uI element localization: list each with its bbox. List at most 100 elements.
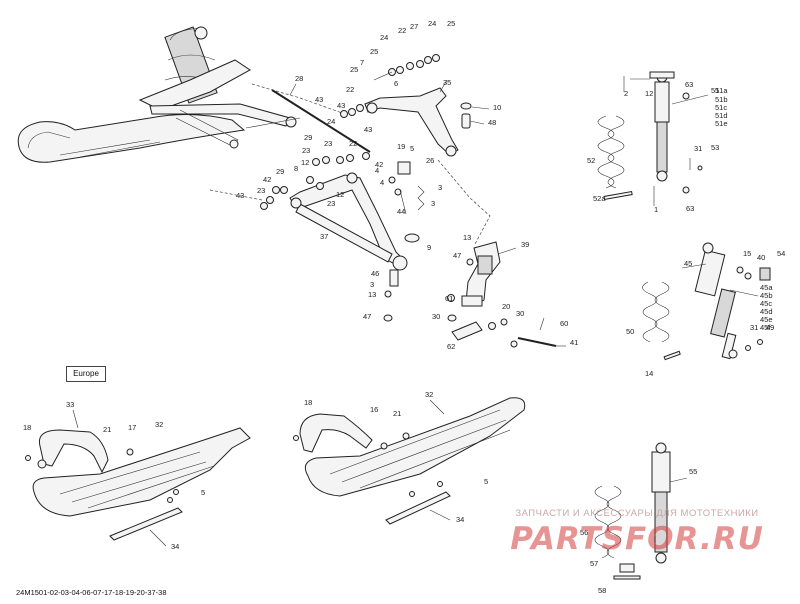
callout-50: 50: [626, 327, 634, 336]
callout-51b: 51b: [715, 95, 728, 104]
callout-33: 33: [66, 400, 74, 409]
callout-21: 21: [103, 425, 111, 434]
ski-suspension-assembly: [17, 26, 301, 163]
callout-43: 43: [364, 125, 372, 134]
callout-41: 41: [570, 338, 578, 347]
callout-42: 42: [375, 160, 383, 169]
shock-absorber-45: [642, 242, 771, 361]
callout-32: 32: [155, 420, 163, 429]
callout-29: 29: [304, 133, 312, 142]
hardware-top-cluster: [340, 54, 472, 129]
callout-6: 6: [394, 79, 398, 88]
callout-45b: 45b: [760, 291, 773, 300]
callout-63: 63: [685, 80, 693, 89]
callout-37: 37: [320, 232, 328, 241]
callout-45d: 45d: [760, 307, 773, 316]
lower-a-arm: [289, 172, 408, 322]
callout-43: 43: [315, 95, 323, 104]
callout-34: 34: [171, 542, 179, 551]
callout-23: 23: [302, 146, 310, 155]
callout-22: 22: [398, 26, 406, 35]
callout-24: 24: [327, 117, 335, 126]
shock-absorber-51: [597, 71, 703, 206]
callout-3: 3: [431, 199, 435, 208]
callout-1: 1: [654, 205, 658, 214]
callout-46: 46: [371, 269, 379, 278]
callout-32: 32: [425, 390, 433, 399]
callout-62: 62: [447, 342, 455, 351]
callout-39: 39: [521, 240, 529, 249]
callout-20: 20: [502, 302, 510, 311]
callout-22: 22: [346, 85, 354, 94]
callout-5: 5: [201, 488, 205, 497]
callout-58: 58: [598, 586, 606, 595]
callout-12: 12: [645, 89, 653, 98]
callout-43: 43: [337, 101, 345, 110]
callout-45a: 45a: [760, 283, 773, 292]
callout-24: 24: [428, 19, 436, 28]
callout-8: 8: [294, 164, 298, 173]
callout-4: 4: [380, 178, 384, 187]
hardware-mid-cluster: [260, 152, 425, 243]
callout-9: 9: [427, 243, 431, 252]
callout-17: 17: [128, 423, 136, 432]
callout-47: 47: [453, 251, 461, 260]
callout-18: 18: [304, 398, 312, 407]
callout-52a: 52a: [593, 194, 606, 203]
callout-40: 40: [757, 253, 765, 262]
callout-leader-lines: [72, 79, 759, 547]
ski-center: [293, 397, 526, 525]
callout-57: 57: [590, 559, 598, 568]
callout-5: 5: [410, 144, 414, 153]
callout-51e: 51e: [715, 119, 728, 128]
callout-31: 31: [694, 144, 702, 153]
callout-3: 3: [438, 183, 442, 192]
upper-a-arm: [364, 87, 459, 157]
callout-2: 2: [624, 89, 628, 98]
callout-18: 18: [23, 423, 31, 432]
callout-15: 15: [743, 249, 751, 258]
callout-16: 16: [370, 405, 378, 414]
callout-25: 25: [447, 19, 455, 28]
callout-55: 55: [689, 467, 697, 476]
callout-4: 4: [375, 166, 379, 175]
callout-3: 3: [370, 280, 374, 289]
callout-23: 23: [257, 186, 265, 195]
callout-45c: 45c: [760, 299, 772, 308]
callout-56: 56: [580, 528, 588, 537]
callout-34: 34: [456, 515, 464, 524]
diagram-code: 24M1501-02-03-04-06-07-17-18-19-20-37-38: [16, 588, 167, 597]
callout-47: 47: [363, 312, 371, 321]
callout-21: 21: [393, 409, 401, 418]
callout-30: 30: [516, 309, 524, 318]
callout-24: 24: [380, 33, 388, 42]
callout-31: 31: [750, 323, 758, 332]
callout-5: 5: [484, 477, 488, 486]
callout-13: 13: [368, 290, 376, 299]
callout-49: 49: [766, 323, 774, 332]
callout-27: 27: [410, 22, 418, 31]
shock-absorber-55: [594, 442, 671, 580]
callout-53: 53: [711, 143, 719, 152]
callout-19: 19: [397, 142, 405, 151]
callout-14: 14: [645, 369, 653, 378]
assembly-guide-lines: [209, 83, 491, 245]
watermark-tagline: ЗАПЧАСТИ И АКСЕССУАРЫ ДЛЯ МОТОТЕХНИКИ: [515, 508, 759, 519]
callout-29: 29: [276, 167, 284, 176]
callout-12: 12: [301, 158, 309, 167]
spindle-39: [447, 241, 557, 348]
callout-23: 23: [324, 139, 332, 148]
callout-42: 42: [263, 175, 271, 184]
callout-22: 22: [349, 139, 357, 148]
callout-60: 60: [560, 319, 568, 328]
callout-48: 48: [488, 118, 496, 127]
callout-52: 52: [587, 156, 595, 165]
callout-7: 7: [360, 58, 364, 67]
callout-25: 25: [370, 47, 378, 56]
callout-23: 23: [327, 199, 335, 208]
callout-35: 35: [443, 78, 451, 87]
callout-61: 61: [445, 294, 453, 303]
callout-30: 30: [432, 312, 440, 321]
